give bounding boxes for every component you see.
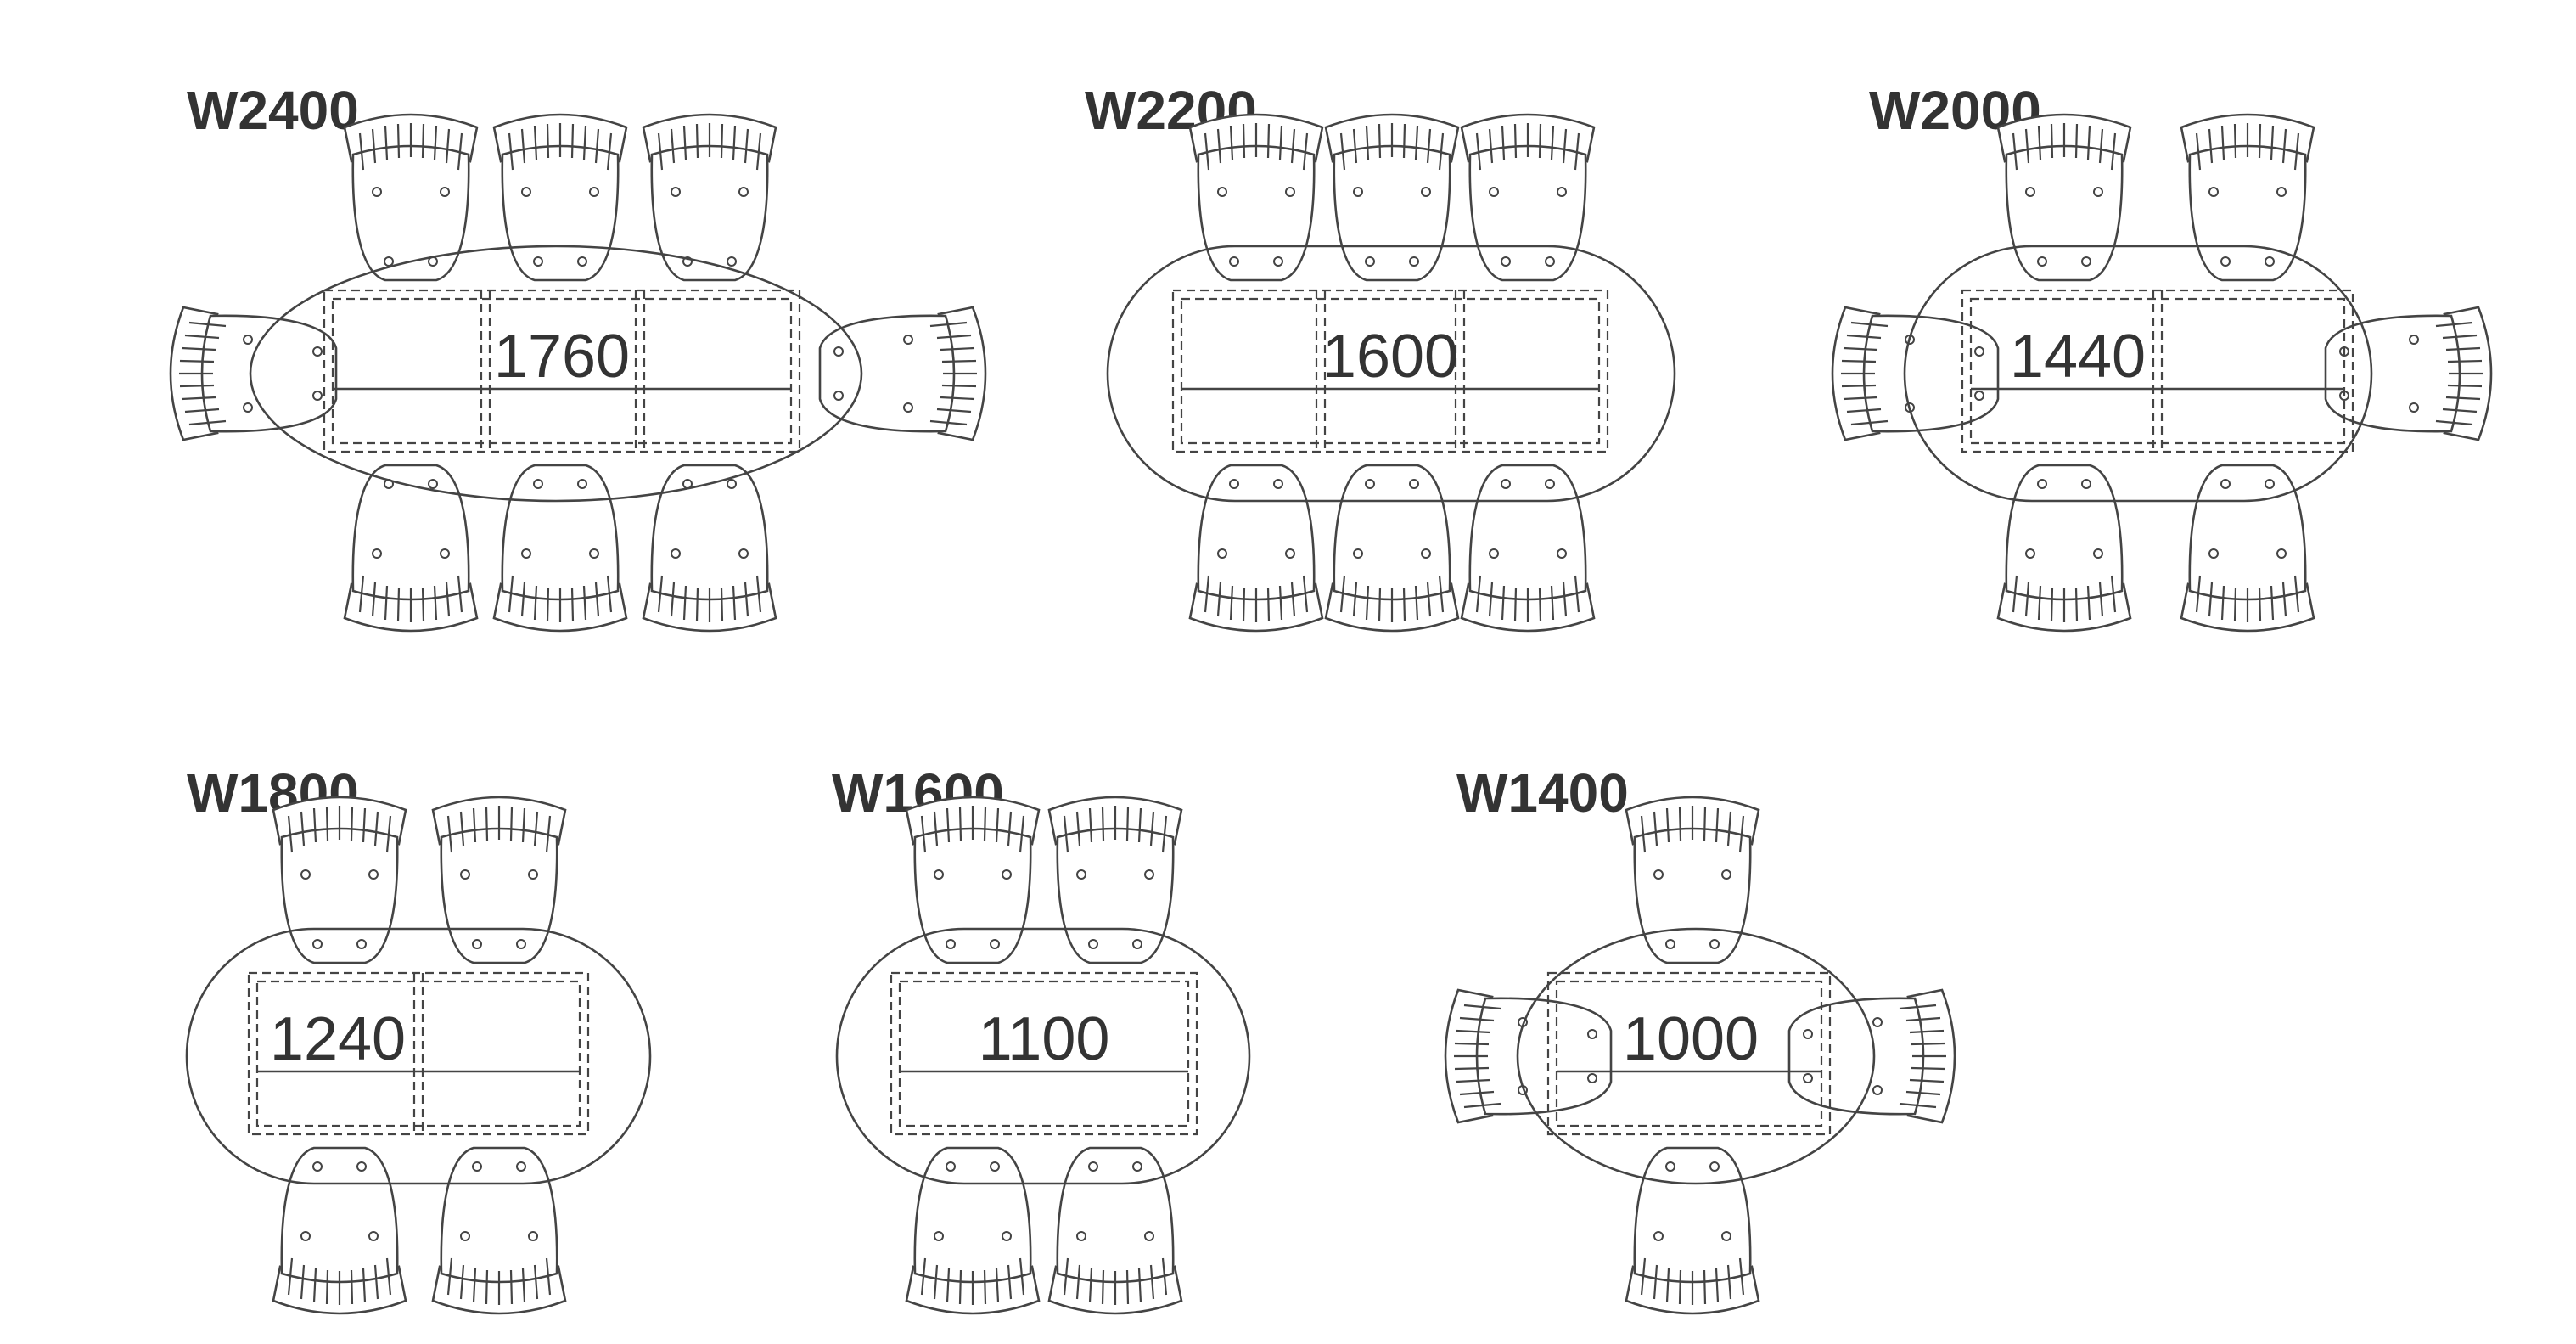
dimension-label: 1100 (979, 1005, 1110, 1073)
dimension-label: 1240 (270, 1005, 406, 1073)
chair-icon (1625, 1146, 1760, 1315)
chair-icon (642, 464, 777, 633)
chair-icon (1625, 796, 1760, 964)
table-frame (323, 289, 801, 453)
dimension-label: 1760 (494, 323, 630, 391)
chair-icon (905, 1146, 1041, 1315)
layout-w2400: W2400 1760 (169, 80, 987, 633)
chair-icon (1188, 113, 1324, 282)
layout-title: W2400 (187, 80, 359, 141)
chair-icon (818, 306, 987, 441)
chair-icon (272, 1146, 407, 1315)
chair-icon (1460, 113, 1596, 282)
chair-icon (1188, 464, 1324, 633)
dimension-label: 1600 (1322, 323, 1458, 391)
layout-w2200: W2200 1600 (1085, 80, 1676, 633)
chair-icon (1324, 464, 1460, 633)
chair-icon (1996, 113, 2132, 282)
chair-icon (1787, 988, 1956, 1124)
table-top (1516, 927, 1876, 1185)
chair-icon (1047, 796, 1183, 964)
chair-icon (1831, 306, 2000, 441)
dimension-label: 1440 (2010, 323, 2146, 391)
chair-icon (2324, 306, 2493, 441)
chair-icon (343, 113, 479, 282)
table-top (1106, 245, 1676, 503)
chair-icon (492, 113, 628, 282)
chair-icon (492, 464, 628, 633)
table-top (835, 927, 1251, 1185)
layout-w1400: W1400 1000 (1444, 762, 1956, 1315)
layout-w1800: W1800 1240 (185, 762, 652, 1315)
table-frame (1961, 289, 2354, 453)
table-top (185, 927, 652, 1185)
chair-icon (343, 464, 479, 633)
dimension-label: 1000 (1623, 1005, 1759, 1073)
table-top (249, 245, 863, 503)
chair-icon (1324, 113, 1460, 282)
table-frame (247, 971, 590, 1136)
chair-icon (169, 306, 338, 441)
chair-icon (1460, 464, 1596, 633)
table-top (1903, 245, 2373, 503)
chair-icon (1996, 464, 2132, 633)
table-frame (890, 971, 1198, 1136)
chair-icon (272, 796, 407, 964)
chair-icon (1047, 1146, 1183, 1315)
chair-icon (1444, 988, 1613, 1124)
layout-w1600: W1600 1100 (832, 762, 1251, 1315)
chair-icon (431, 1146, 567, 1315)
table-frame (1546, 971, 1832, 1136)
layout-title: W1400 (1456, 762, 1629, 824)
layout-w2000: W2000 1440 (1831, 80, 2493, 633)
chair-icon (431, 796, 567, 964)
chair-icon (905, 796, 1041, 964)
table-frame (1171, 289, 1609, 453)
